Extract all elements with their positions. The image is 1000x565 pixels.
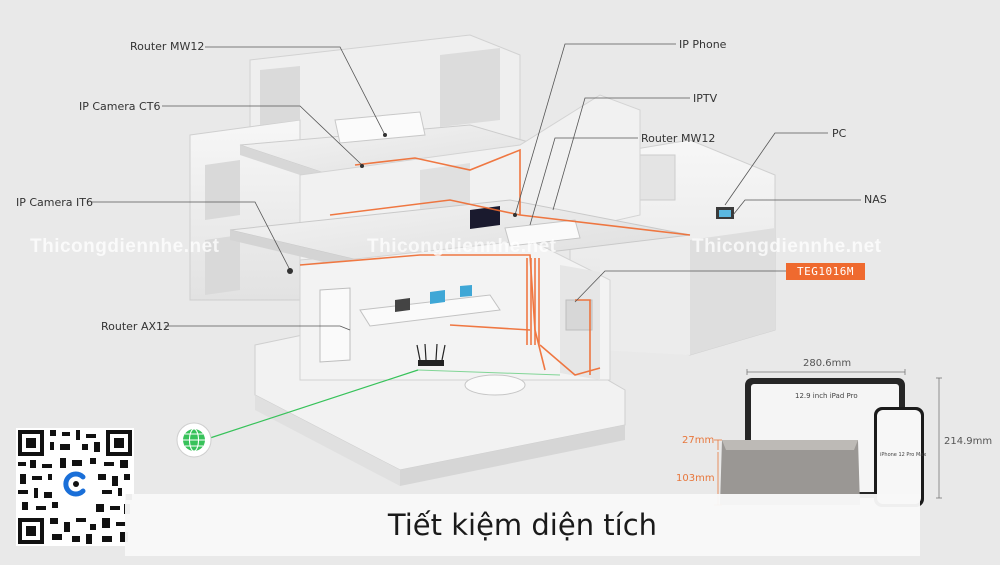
- label-nas: NAS: [864, 193, 887, 206]
- globe-icon-shape: [176, 422, 212, 458]
- label-pc: PC: [832, 127, 847, 140]
- watermark-left: Thicongdiennhe.net: [30, 236, 220, 257]
- channel-logo: [58, 466, 94, 502]
- label-ip-camera-ct6: IP Camera CT6: [79, 100, 161, 113]
- dim-box-height: 103mm: [676, 473, 715, 484]
- dim-box-top: 27mm: [682, 435, 715, 446]
- router-ax12-device: [416, 343, 446, 366]
- label-ip-camera-it6: IP Camera IT6: [16, 196, 93, 209]
- caption-text: Tiết kiệm diện tích: [387, 508, 658, 542]
- dim-ipad-width: 280.6mm: [803, 358, 852, 369]
- globe-icon: [177, 423, 211, 457]
- dim-ipad-height: 214.9mm: [944, 436, 993, 447]
- size-comparison-graphic: [714, 369, 942, 507]
- switch-tag-teg1016m: TEG1016M: [786, 263, 865, 280]
- label-router-mw12-top: Router MW12: [130, 40, 205, 53]
- label-router-ax12: Router AX12: [101, 320, 171, 333]
- iphone-label: iPhone 12 Pro Max: [880, 452, 927, 458]
- watermark-right: Thicongdiennhe.net: [692, 236, 882, 257]
- caption-bar: Tiết kiệm diện tích: [125, 494, 920, 556]
- label-iptv: IPTV: [693, 92, 718, 105]
- ipad-label: 12.9 inch iPad Pro: [795, 392, 858, 400]
- label-ip-phone: IP Phone: [679, 38, 727, 51]
- watermark-center: Thicongdiennhe.net: [367, 236, 557, 257]
- label-router-mw12-mid: Router MW12: [641, 132, 716, 145]
